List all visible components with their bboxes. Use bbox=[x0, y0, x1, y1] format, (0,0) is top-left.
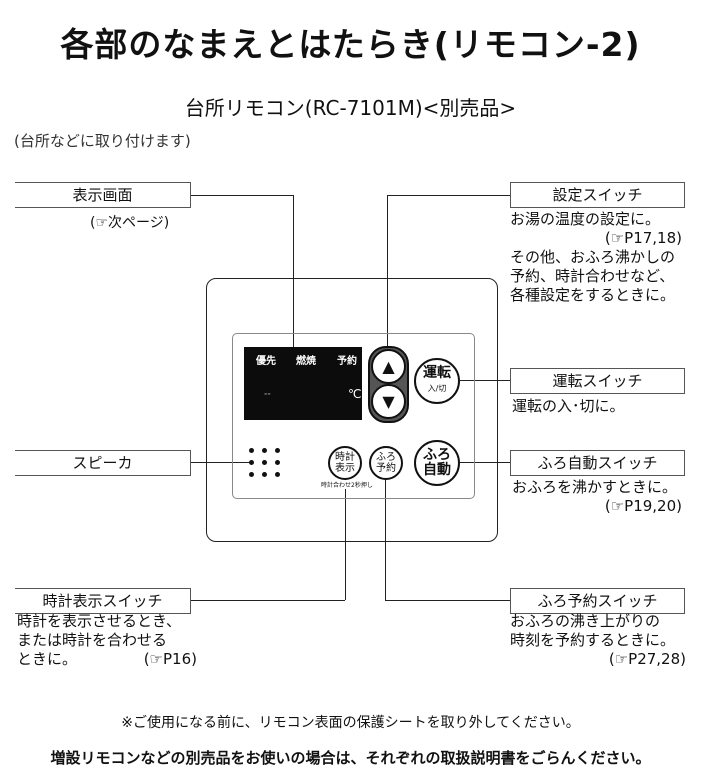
setting-switch: ▲ ▼ bbox=[368, 346, 409, 423]
speaker-grille-icon bbox=[249, 448, 280, 477]
btn-line: ふろ bbox=[423, 447, 451, 463]
desc-line: 各種設定をするときに。 bbox=[510, 286, 676, 304]
bath-auto-button[interactable]: ふろ 自動 bbox=[414, 440, 460, 486]
clock-switch-desc: 時計を表示させるとき、 または時計を合わせる ときに。 (☞P16) bbox=[17, 612, 197, 669]
label-bath-timer-switch: ふろ予約スイッチ bbox=[510, 588, 685, 614]
leader-line bbox=[387, 195, 510, 196]
label-setting-switch: 設定スイッチ bbox=[510, 182, 685, 208]
run-button[interactable]: 運転 入/切 bbox=[414, 358, 460, 404]
temp-dash: -- bbox=[264, 389, 271, 398]
bath-auto-desc: おふろを沸かすときに。 bbox=[512, 478, 678, 496]
bath-timer-desc: おふろの沸き上がりの 時刻を予約するときに。 (☞P27,28) bbox=[510, 612, 686, 669]
label-speaker: スピーカ bbox=[15, 450, 191, 476]
btn-line: 表示 bbox=[335, 463, 355, 474]
leader-line bbox=[190, 600, 345, 601]
leader-line bbox=[293, 195, 294, 365]
desc-line: または時計を合わせる bbox=[17, 631, 168, 649]
leader-line bbox=[190, 195, 293, 196]
up-button[interactable]: ▲ bbox=[371, 349, 406, 384]
label-run-switch: 運転スイッチ bbox=[510, 368, 685, 394]
footer-note: ※ご使用になる前に、リモコン表面の保護シートを取り外してください。 bbox=[121, 715, 580, 731]
run-button-label: 運転 bbox=[423, 365, 451, 381]
clock-hint: 時計合わせ2秒押し bbox=[321, 480, 373, 489]
bath-timer-button[interactable]: ふろ 予約 bbox=[369, 446, 403, 480]
page-title: 各部のなまえとはたらき(リモコン-2) bbox=[60, 25, 641, 64]
mount-note: (台所などに取り付けます) bbox=[14, 132, 191, 150]
leader-line bbox=[458, 462, 510, 463]
btn-line: 時計 bbox=[335, 452, 355, 463]
desc-line: その他、おふろ沸かしの bbox=[510, 248, 676, 266]
desc-line: 時刻を予約するときに。 bbox=[510, 631, 676, 649]
priority-indicator: 優先 bbox=[256, 356, 276, 367]
setting-switch-desc: お湯の温度の設定に。 (☞P17,18) その他、おふろ沸かしの 予約、時計合わ… bbox=[510, 210, 690, 305]
desc-ref: (☞P16) bbox=[143, 650, 197, 668]
subtitle: 台所リモコン(RC-7101M)<別売品> bbox=[184, 96, 517, 120]
leader-line bbox=[345, 478, 346, 600]
remote-panel bbox=[232, 333, 475, 499]
desc-line: 時計を表示させるとき、 bbox=[17, 612, 181, 630]
display-screen: 優先 燃焼 予約 -- ℃ bbox=[244, 347, 362, 420]
remote-body bbox=[206, 278, 498, 542]
leader-line bbox=[458, 380, 510, 381]
down-button[interactable]: ▼ bbox=[371, 384, 406, 419]
desc-line: お湯の温度の設定に。 bbox=[510, 210, 661, 228]
leader-line bbox=[385, 478, 386, 600]
desc-ref: (☞P27,28) bbox=[608, 650, 686, 668]
label-display-screen: 表示画面 bbox=[15, 182, 191, 208]
leader-line bbox=[385, 600, 510, 601]
label-clock-switch: 時計表示スイッチ bbox=[15, 588, 191, 614]
desc-line: 予約、時計合わせなど、 bbox=[510, 267, 675, 285]
leader-line bbox=[190, 462, 250, 463]
footer-bold-note: 増設リモコンなどの別売品をお使いの場合は、それぞれの取扱説明書をごらんください。 bbox=[50, 749, 651, 767]
desc-line: ときに。 bbox=[17, 650, 78, 668]
desc-ref: (☞P17,18) bbox=[604, 229, 682, 247]
desc-line: おふろの沸き上がりの bbox=[510, 612, 661, 630]
clock-button[interactable]: 時計 表示 bbox=[328, 446, 362, 480]
degree-unit: ℃ bbox=[348, 387, 362, 401]
reserve-indicator: 予約 bbox=[337, 356, 357, 367]
display-screen-ref: (☞次ページ) bbox=[90, 215, 170, 231]
label-bath-auto-switch: ふろ自動スイッチ bbox=[510, 450, 685, 476]
leader-line bbox=[387, 195, 388, 355]
run-switch-desc: 運転の入･切に。 bbox=[512, 397, 625, 415]
burning-indicator: 燃焼 bbox=[296, 356, 316, 367]
run-button-sub: 入/切 bbox=[427, 384, 447, 393]
btn-line: ふろ bbox=[376, 452, 396, 463]
btn-line: 予約 bbox=[376, 463, 396, 474]
bath-auto-ref: (☞P19,20) bbox=[604, 497, 682, 515]
btn-line: 自動 bbox=[423, 462, 451, 478]
